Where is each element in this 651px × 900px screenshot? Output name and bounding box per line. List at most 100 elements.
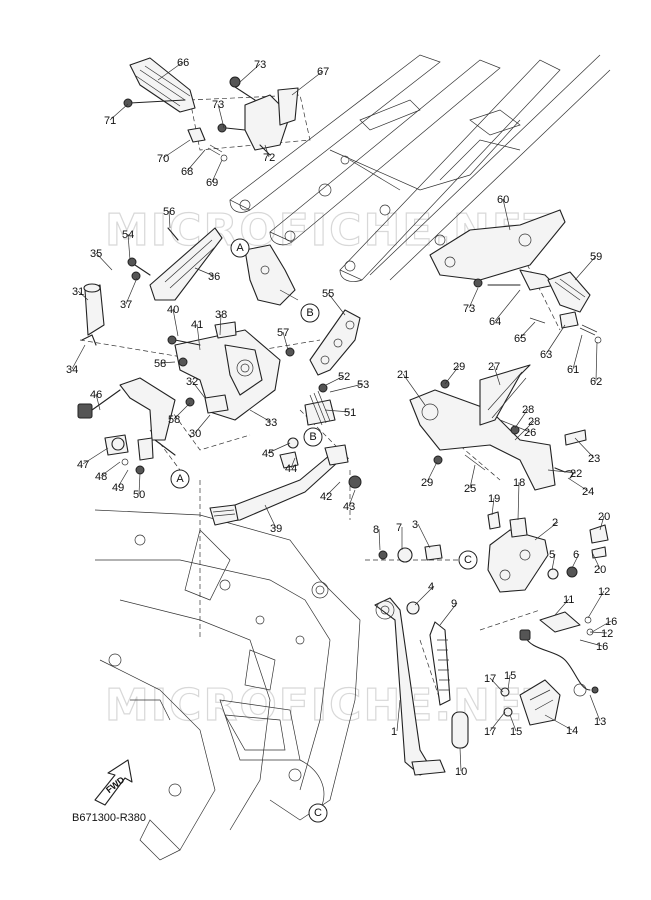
leader-line-63 [545, 324, 566, 355]
part-number-45: 45 [262, 448, 274, 460]
rear-footrest-right [429, 209, 602, 344]
leader-line-58a [159, 361, 176, 364]
leader-line-8 [378, 528, 381, 551]
part-number-56: 56 [163, 206, 175, 218]
part-number-44: 44 [285, 463, 297, 475]
leader-line-58b [173, 402, 191, 420]
leader-line-28b [514, 420, 535, 441]
part-number-32: 32 [186, 376, 198, 388]
part-number-8: 8 [373, 524, 379, 536]
part-number-1: 1 [391, 726, 397, 738]
leader-line-22 [547, 469, 577, 474]
part-number-18: 18 [513, 477, 525, 489]
leader-line-43 [348, 489, 356, 507]
part-number-27: 27 [488, 361, 500, 373]
leader-line-3 [417, 523, 431, 549]
right-footrest-bracket [409, 364, 587, 491]
leader-line-37 [125, 277, 138, 305]
part-number-61: 61 [567, 364, 579, 376]
leader-line-71 [109, 103, 129, 121]
part-number-69: 69 [206, 177, 218, 189]
part-number-20b: 20 [594, 564, 606, 576]
part-number-64: 64 [489, 316, 501, 328]
leader-line-19 [491, 497, 495, 516]
leader-line-33 [249, 409, 272, 423]
leader-line-36 [194, 267, 215, 277]
leader-line-42 [325, 481, 341, 497]
leader-line-23 [574, 437, 595, 459]
leader-line-55 [327, 292, 346, 316]
leader-line-20a [599, 515, 605, 531]
leader-line-15b [509, 714, 517, 732]
leader-line-65 [519, 321, 536, 339]
part-number-59: 59 [590, 251, 602, 263]
part-number-15a: 15 [504, 670, 516, 682]
part-number-12b: 12 [601, 628, 613, 640]
part-number-17a: 17 [484, 673, 496, 685]
reference-markers: A B B A C C [170, 238, 478, 823]
brake-pedal-assembly [209, 390, 362, 526]
part-number-10: 10 [455, 766, 467, 778]
leader-line-12b [589, 631, 608, 634]
sidestand-assembly [374, 544, 469, 776]
part-number-34: 34 [66, 364, 78, 376]
leader-line-31 [77, 290, 89, 301]
part-number-4: 4 [428, 581, 434, 593]
leader-line-10 [459, 747, 462, 772]
leader-line-21 [402, 373, 426, 406]
part-number-58b: 58 [168, 414, 180, 426]
ref-marker-a-bottom: A [170, 469, 190, 489]
part-number-52: 52 [338, 371, 350, 383]
part-number-46: 46 [90, 389, 102, 401]
leader-line-15a [507, 674, 511, 691]
leader-line-73b [217, 103, 225, 129]
leader-line-14 [544, 714, 573, 731]
sidestand-switch-assembly [500, 611, 599, 726]
svg-text:B: B [309, 431, 316, 443]
part-number-71: 71 [104, 115, 116, 127]
sidestand-bracket [487, 511, 609, 593]
leader-line-73c [468, 287, 479, 309]
part-number-16a: 16 [605, 616, 617, 628]
leader-line-35 [95, 252, 113, 271]
leader-line-38 [219, 313, 222, 336]
part-number-30: 30 [189, 428, 201, 440]
part-number-23: 23 [588, 453, 600, 465]
leader-lines [71, 61, 612, 772]
ref-marker-b-top: B [300, 303, 320, 323]
leader-line-34 [71, 344, 86, 370]
part-number-33: 33 [265, 417, 277, 429]
master-cylinder-bracket [244, 244, 299, 306]
part-number-29b: 29 [421, 477, 433, 489]
leader-line-29a [444, 365, 460, 385]
svg-text:C: C [464, 554, 472, 566]
part-number-72: 72 [263, 152, 275, 164]
leader-line-16b [579, 639, 603, 647]
watermark-bottom: MICROFICHE.NET [105, 680, 556, 731]
leader-line-41 [196, 323, 201, 351]
part-number-26: 26 [524, 427, 536, 439]
part-number-22: 22 [570, 468, 582, 480]
part-number-51: 51 [344, 407, 356, 419]
leader-line-29b [426, 461, 438, 483]
leader-line-66 [157, 61, 184, 81]
leader-line-67 [291, 70, 324, 96]
shift-pedal-assembly [77, 377, 176, 475]
leader-line-26 [499, 419, 531, 433]
leader-line-49 [117, 469, 129, 488]
leader-line-62 [595, 341, 598, 382]
part-number-54: 54 [122, 229, 134, 241]
part-number-70: 70 [157, 153, 169, 165]
part-number-43: 43 [343, 501, 355, 513]
leader-line-1 [396, 699, 401, 732]
part-number-13: 13 [594, 716, 606, 728]
leader-line-73a [239, 63, 261, 83]
part-number-50: 50 [133, 489, 145, 501]
part-number-7: 7 [396, 522, 402, 534]
leader-line-16a [591, 620, 612, 633]
part-number-15b: 15 [510, 726, 522, 738]
leader-line-13 [589, 694, 601, 722]
leader-line-50 [138, 472, 141, 495]
leader-line-51 [324, 409, 351, 413]
